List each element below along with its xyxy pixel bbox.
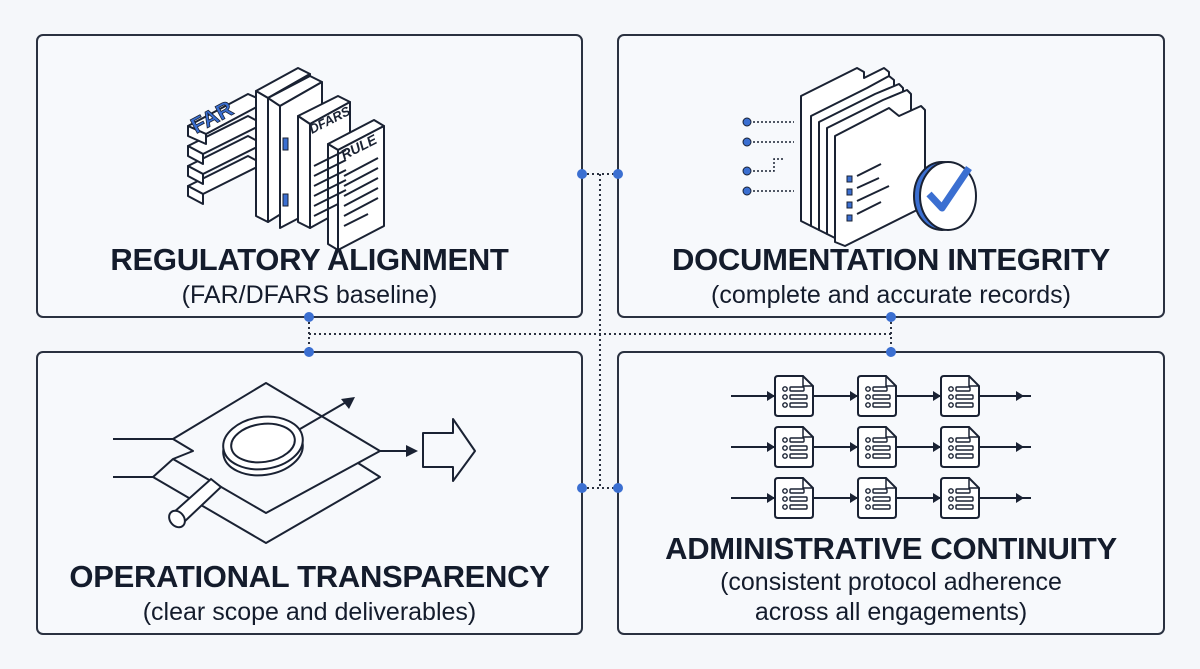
panel-subtitle: (FAR/DFARS baseline) bbox=[181, 281, 438, 309]
flow-arrow-head bbox=[767, 493, 775, 503]
document-icon bbox=[857, 375, 897, 417]
stacked-regulation-books-icon: FAR DFARS RULE bbox=[186, 67, 385, 251]
panel-title: ADMINISTRATIVE CONTINUITY bbox=[665, 531, 1117, 566]
panel-administrative-continuity: ADMINISTRATIVE CONTINUITY (consistent pr… bbox=[617, 351, 1165, 635]
panel-subtitle-line-1: (consistent protocol adherence bbox=[720, 568, 1062, 596]
panel-operational-transparency: OPERATIONAL TRANSPARENCY (clear scope an… bbox=[36, 351, 583, 635]
panel-title: OPERATIONAL TRANSPARENCY bbox=[69, 559, 550, 594]
document-icon bbox=[774, 477, 814, 519]
flow-arrow-head bbox=[933, 391, 941, 401]
panel-subtitle: (clear scope and deliverables) bbox=[142, 598, 477, 626]
panel-subtitle: (complete and accurate records) bbox=[711, 281, 1071, 309]
flow-arrow-head bbox=[1016, 442, 1024, 452]
flow-arrow-head bbox=[850, 493, 858, 503]
document-icon bbox=[940, 426, 980, 468]
flow-arrow-head bbox=[933, 442, 941, 452]
document-flow-grid-icon bbox=[731, 375, 1031, 519]
document-icon bbox=[774, 375, 814, 417]
document-icon bbox=[774, 426, 814, 468]
panel-regulatory-alignment: FAR DFARS RULE REGULATORY ALIGNMENT (FAR… bbox=[36, 34, 583, 318]
panel-subtitle-line-2: across all engagements) bbox=[754, 598, 1028, 626]
flow-arrow-head bbox=[767, 442, 775, 452]
flow-arrow-head bbox=[933, 493, 941, 503]
document-icon bbox=[940, 477, 980, 519]
flow-arrow-head bbox=[1016, 493, 1024, 503]
document-icon bbox=[857, 477, 897, 519]
panel-documentation-integrity: DOCUMENTATION INTEGRITY (complete and ac… bbox=[617, 34, 1165, 318]
folder-stack-checkmark-icon bbox=[742, 67, 977, 247]
document-icon bbox=[940, 375, 980, 417]
magnifier-over-document-arrow-icon bbox=[113, 382, 476, 544]
flow-arrow-head bbox=[850, 391, 858, 401]
panel-title: REGULATORY ALIGNMENT bbox=[110, 242, 509, 277]
flow-arrow-head bbox=[1016, 391, 1024, 401]
document-icon bbox=[857, 426, 897, 468]
flow-arrow-head bbox=[767, 391, 775, 401]
panel-title: DOCUMENTATION INTEGRITY bbox=[672, 242, 1110, 277]
flow-arrow-head bbox=[850, 442, 858, 452]
